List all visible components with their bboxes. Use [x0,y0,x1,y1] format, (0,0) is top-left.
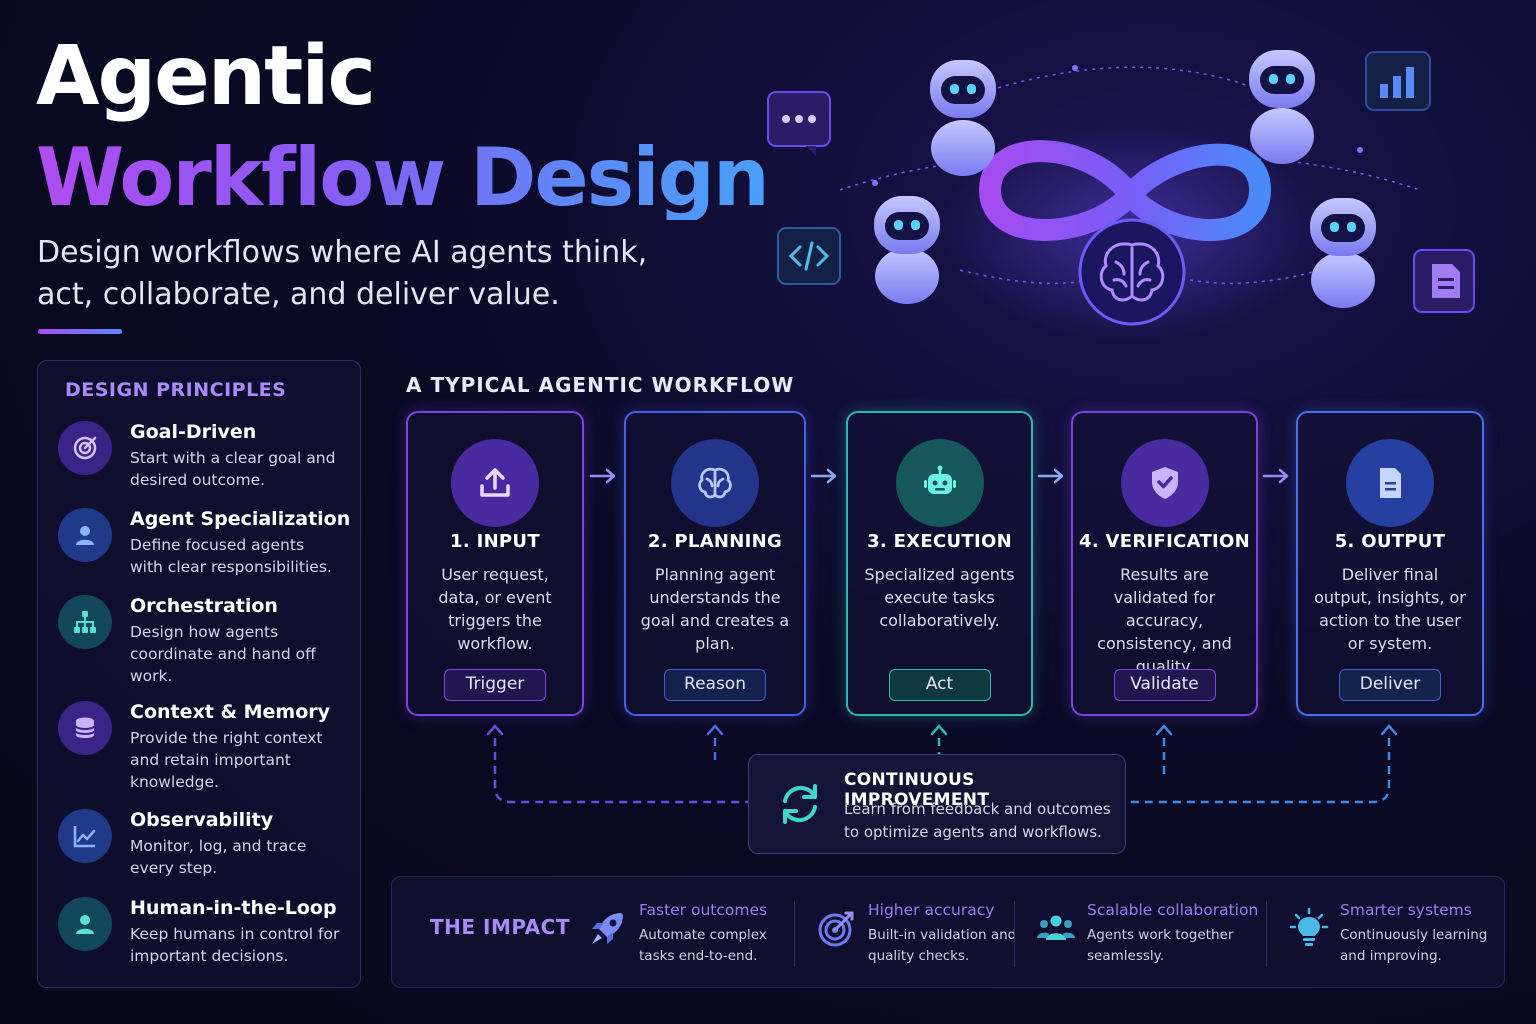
accent-divider [38,329,122,334]
principles-title: DESIGN PRINCIPLES [65,379,287,401]
step-title: 3. EXECUTION [867,531,1012,552]
robot-icon [1249,50,1315,164]
principle-desc: Start with a clear goal and desired outc… [130,449,336,489]
hero-illustration [760,40,1500,340]
shield-check-icon [1120,439,1209,527]
feedback-loop-lines [486,724,1398,804]
step-title: 1. INPUT [450,531,540,552]
step-output: 5. OUTPUT Deliver final output, insights… [1296,411,1484,716]
step-tag: Act [888,669,991,701]
arrow-right-icon [589,468,616,484]
impact-desc: Continuously learning and improving. [1340,927,1488,964]
page-subtitle: Design workflows where AI agents think, … [37,235,648,312]
network-icon [58,595,112,649]
robot-icon [874,196,940,304]
step-tag: Reason [664,669,766,701]
step-tag: Deliver [1339,669,1441,701]
upload-icon [451,439,539,527]
arrow-right-icon [1037,468,1064,484]
step-desc: Deliver final output, insights, or actio… [1314,565,1466,653]
bar-chart-icon [1365,51,1431,111]
impact-divider [794,901,795,967]
impact-name: Faster outcomes [639,901,768,919]
database-icon [58,701,112,755]
step-title: 5. OUTPUT [1334,531,1446,552]
step-desc: Specialized agents execute tasks collabo… [864,565,1015,630]
step-tag: Trigger [444,669,546,701]
step-execution: 3. EXECUTION Specialized agents execute … [846,411,1033,716]
impact-desc: Agents work together seamlessly. [1087,927,1234,964]
principle-desc: Provide the right context and retain imp… [130,729,323,791]
principle-name: Orchestration [130,595,278,617]
impact-desc: Automate complex tasks end-to-end. [639,927,767,964]
brain-icon [1099,242,1165,302]
step-desc: Results are validated for accuracy, cons… [1097,565,1232,676]
robot-icon [895,439,984,527]
step-input: 1. INPUT User request, data, or event tr… [406,411,584,716]
principle-desc: Define focused agents with clear respons… [130,536,332,576]
principle-name: Human-in-the-Loop [130,897,337,919]
step-desc: Planning agent understands the goal and … [640,565,790,653]
arrow-right-icon [1262,468,1289,484]
target-icon [58,421,112,475]
impact-divider [1014,901,1015,967]
improvement-desc: Learn from feedback and outcomes to opti… [844,800,1111,841]
improvement-title: CONTINUOUS IMPROVEMENT [844,770,990,810]
document-icon [1413,249,1475,313]
target-icon [818,911,854,947]
person-icon [58,508,112,562]
step-verification: 4. VERIFICATION Results are validated fo… [1071,411,1258,716]
impact-panel: THE IMPACT Faster outcomes Automate comp… [391,876,1505,988]
refresh-cycle-icon [783,784,817,824]
principle-desc: Keep humans in control for important dec… [130,925,340,965]
step-title: 2. PLANNING [647,531,783,552]
lightbulb-icon [1289,907,1329,946]
page-title-line2: Workflow Design [36,131,770,224]
impact-name: Higher accuracy [868,901,995,919]
line-chart-icon [58,809,112,863]
impact-faster-outcomes: Faster outcomes Automate complex tasks e… [587,877,787,989]
arrow-right-icon [810,468,837,484]
principle-desc: Monitor, log, and trace every step. [130,837,307,877]
design-principles-panel: DESIGN PRINCIPLES Goal-Driven Start with… [37,360,361,988]
rocket-icon [592,913,623,944]
person-icon [58,897,112,951]
principle-desc: Design how agents coordinate and hand of… [130,623,316,685]
document-icon [1346,439,1434,527]
principle-name: Agent Specialization [130,508,351,530]
step-title: 4. VERIFICATION [1079,531,1250,552]
chat-bubble-icon [767,91,831,156]
team-icon [1037,915,1075,940]
principle-name: Context & Memory [130,701,331,723]
impact-scalable-collaboration: Scalable collaboration Agents work toget… [1035,877,1259,989]
impact-smarter-systems: Smarter systems Continuously learning an… [1288,877,1488,989]
impact-higher-accuracy: Higher accuracy Built-in validation and … [816,877,1016,989]
impact-name: Smarter systems [1340,901,1472,919]
code-icon [777,227,841,285]
robot-icon [930,60,996,176]
impact-divider [1266,901,1267,967]
page-title-line1: Agentic [36,29,376,124]
impact-desc: Built-in validation and quality checks. [868,927,1017,964]
step-planning: 2. PLANNING Planning agent understands t… [624,411,806,716]
impact-title: THE IMPACT [430,915,570,939]
continuous-improvement-box: CONTINUOUS IMPROVEMENT Learn from feedba… [748,754,1126,854]
robot-icon [1310,198,1376,308]
principle-name: Goal-Driven [130,421,257,443]
brain-icon [671,439,759,527]
infinity-loop-icon [978,140,1272,241]
step-tag: Validate [1113,669,1216,701]
step-desc: User request, data, or event triggers th… [438,565,552,653]
workflow-heading: A TYPICAL AGENTIC WORKFLOW [406,373,795,397]
impact-name: Scalable collaboration [1087,901,1259,919]
principle-name: Observability [130,809,274,831]
